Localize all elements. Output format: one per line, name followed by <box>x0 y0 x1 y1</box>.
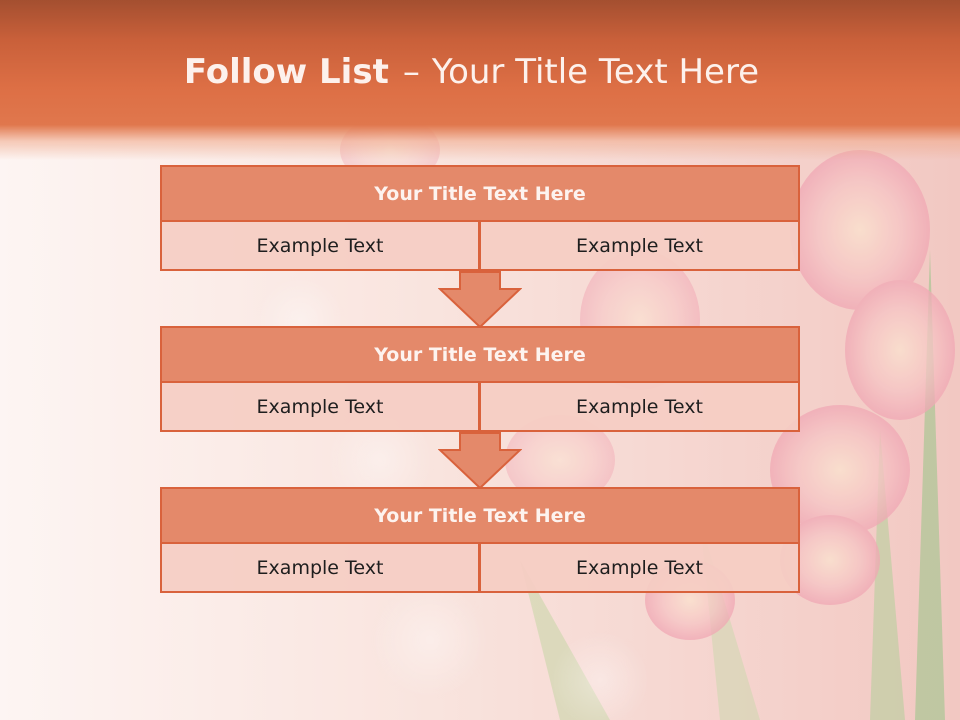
slide-title-rest: Your Title Text Here <box>431 52 760 92</box>
step-title: Your Title Text Here <box>160 487 800 544</box>
step-box-1: Your Title Text Here Example Text Exampl… <box>160 165 800 271</box>
step-title: Your Title Text Here <box>160 326 800 383</box>
step-title: Your Title Text Here <box>160 165 800 222</box>
step-text-right: Example Text <box>480 222 800 271</box>
slide-title: Follow List–Your Title Text Here <box>0 52 943 92</box>
slide-title-bold: Follow List <box>183 52 389 92</box>
step-text-right: Example Text <box>480 383 800 432</box>
step-text-left: Example Text <box>160 544 480 593</box>
step-box-3: Your Title Text Here Example Text Exampl… <box>160 487 800 593</box>
down-arrow-icon <box>438 271 522 329</box>
slide-title-dash: – <box>402 52 420 92</box>
step-text-left: Example Text <box>160 383 480 432</box>
step-text-right: Example Text <box>480 544 800 593</box>
step-text-left: Example Text <box>160 222 480 271</box>
header-band <box>0 0 960 160</box>
step-box-2: Your Title Text Here Example Text Exampl… <box>160 326 800 432</box>
down-arrow-icon <box>438 432 522 490</box>
